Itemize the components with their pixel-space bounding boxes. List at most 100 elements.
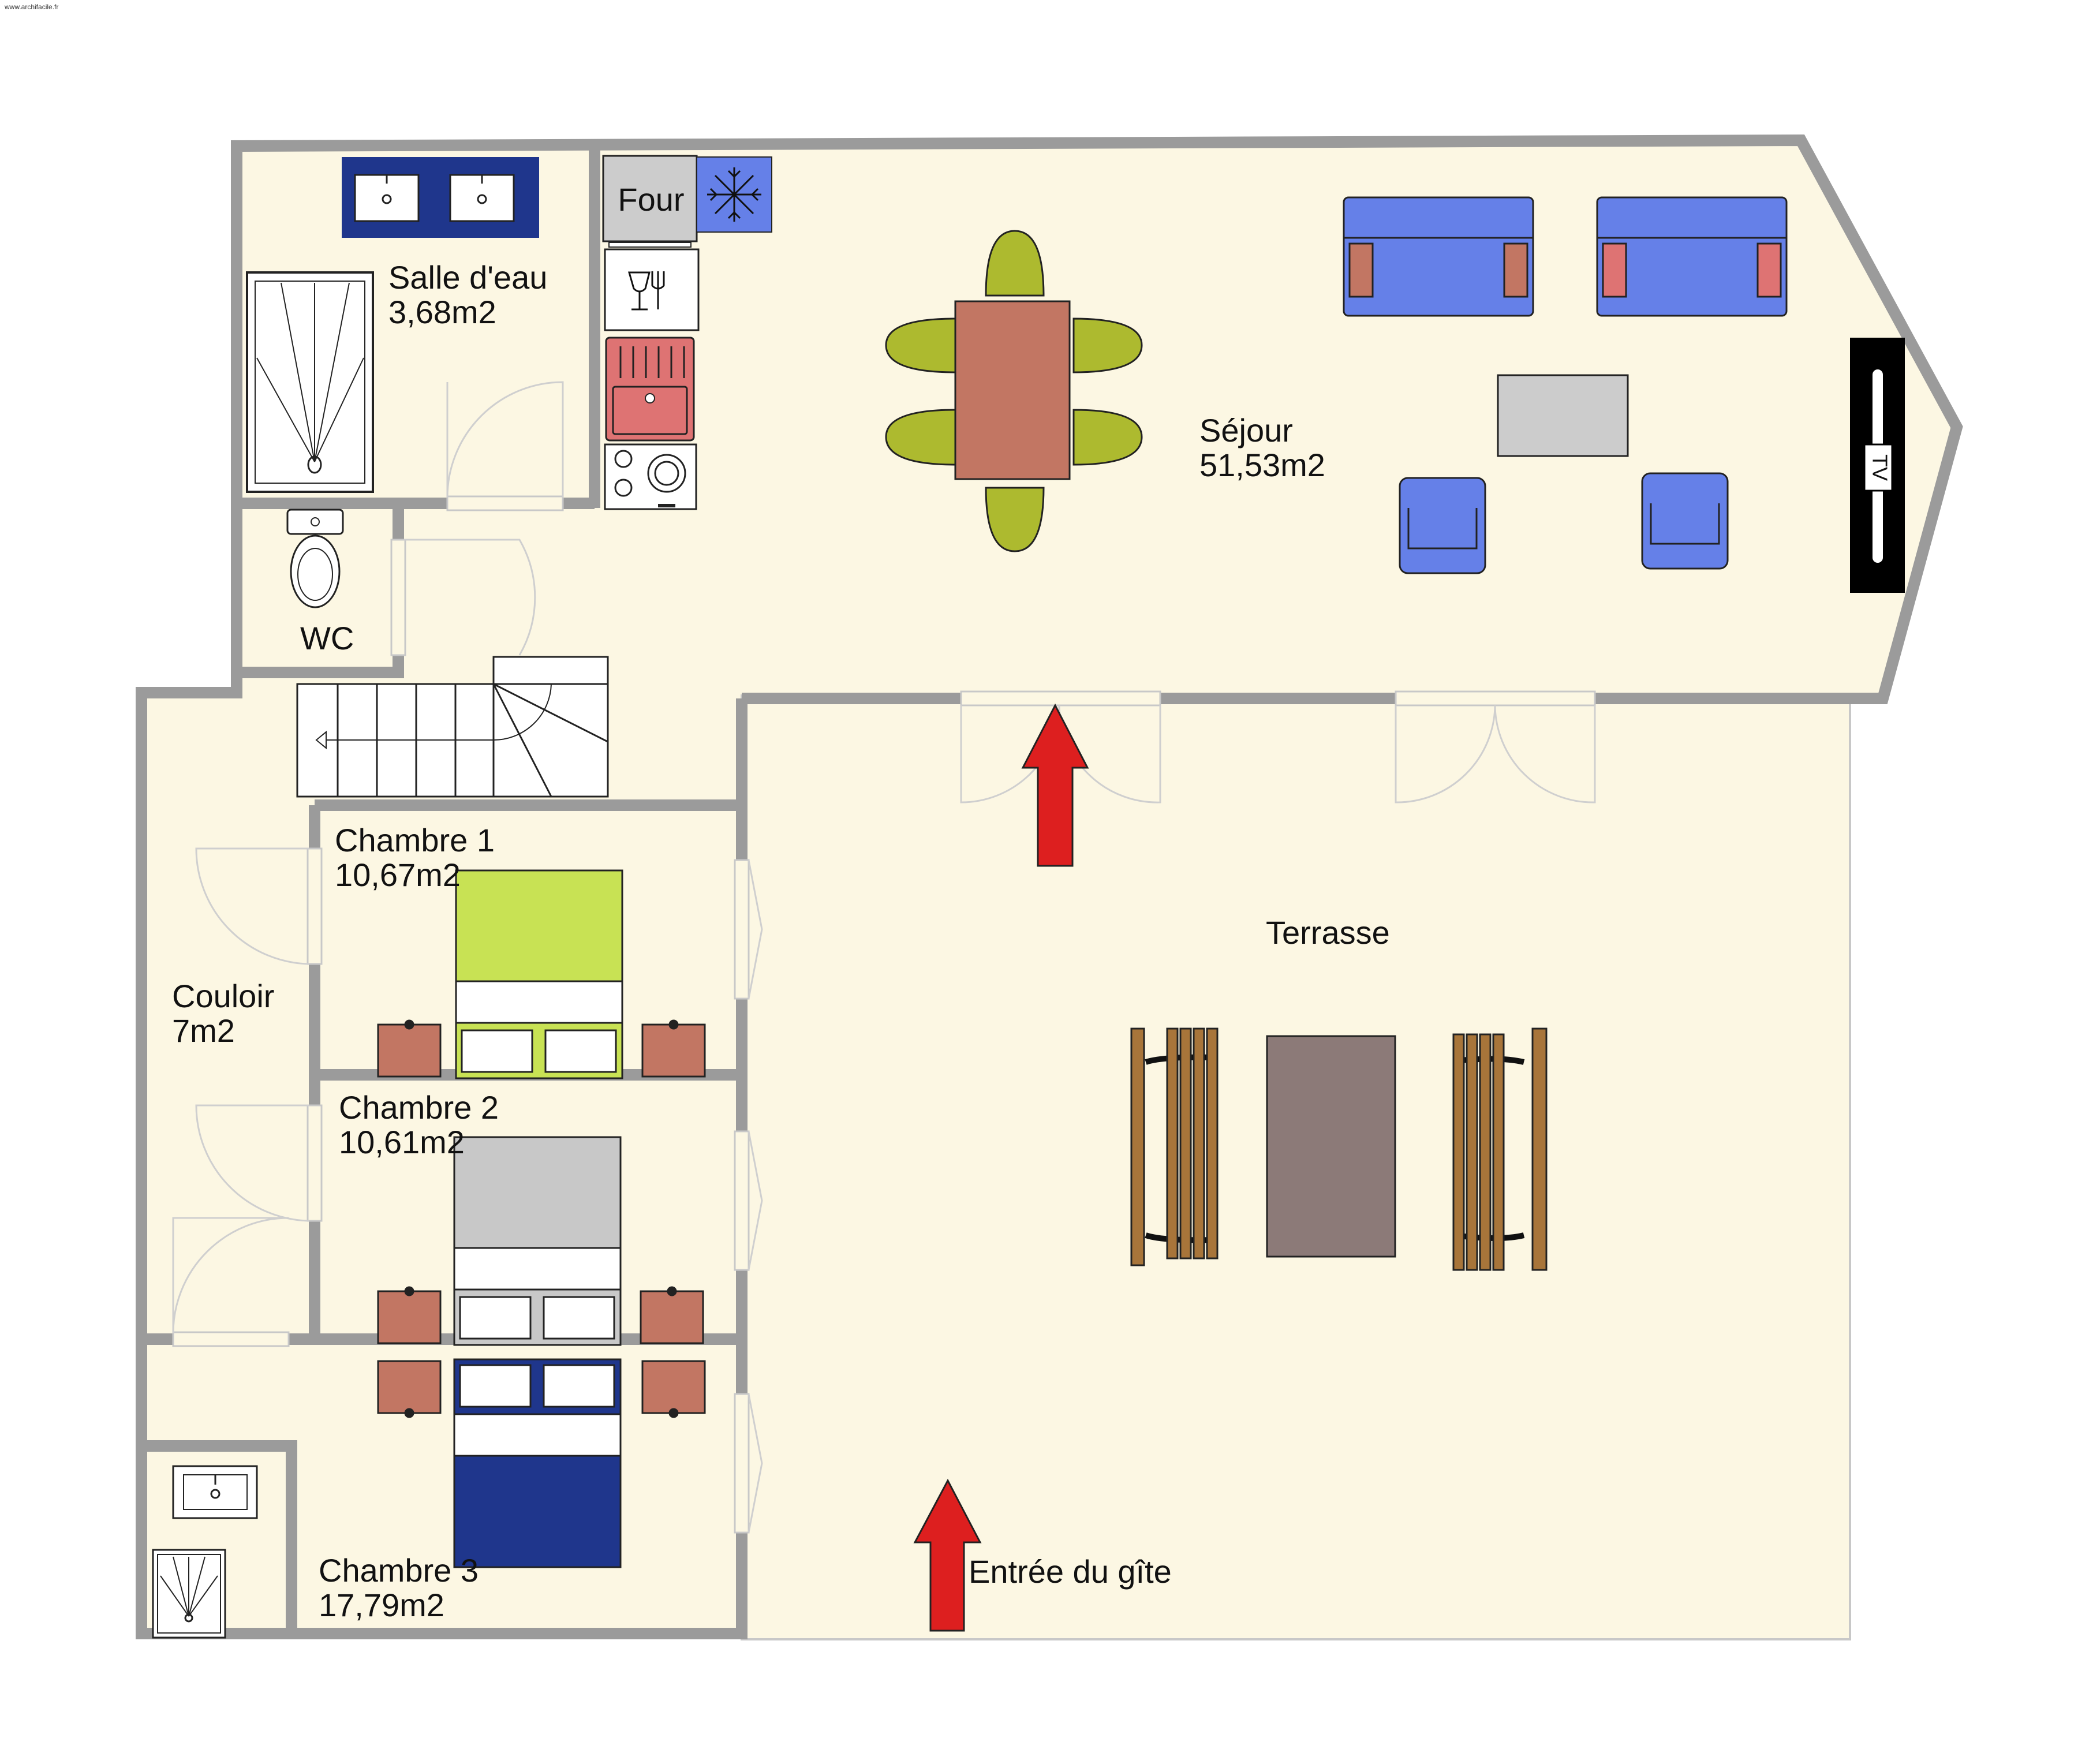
lamp	[667, 1286, 677, 1296]
dining-chair	[885, 409, 956, 466]
sofa-armrest	[1756, 242, 1782, 298]
room-name-sejour: Séjour	[1199, 412, 1293, 449]
toilet-flush	[311, 517, 320, 526]
room-name-couloir: Couloir	[172, 978, 274, 1014]
nightstand	[377, 1023, 442, 1078]
bench-slat	[1166, 1027, 1179, 1260]
window-ch1	[734, 859, 750, 1000]
bathroom-fixtures	[246, 157, 539, 608]
nightstand	[377, 1360, 442, 1414]
bench-slat	[1479, 1033, 1492, 1271]
patio-bench-right	[1452, 1027, 1548, 1271]
shower-inner	[255, 281, 365, 484]
room-area-chambre1: 10,67m2	[335, 857, 461, 893]
armchair	[1641, 472, 1729, 570]
cooktop-control	[658, 504, 675, 507]
dining-table	[954, 300, 1071, 480]
lamp	[668, 1019, 679, 1030]
room-area-chambre3: 17,79m2	[319, 1587, 444, 1623]
stairs-landing	[492, 656, 609, 685]
arrow-up-icon	[1021, 703, 1089, 867]
french-door-left-swing	[960, 705, 1161, 803]
nightstand	[640, 1290, 704, 1344]
wall-outer-left	[136, 687, 748, 1639]
dining-chair	[985, 230, 1045, 297]
tv-unit: TV	[1850, 338, 1905, 593]
bench-slat	[1179, 1027, 1192, 1260]
toilet-bowl-inner	[297, 548, 333, 601]
sink-drainboard	[619, 346, 685, 378]
bedroom-1	[377, 869, 706, 1079]
door-gap-ch2	[307, 1104, 323, 1222]
french-door-left-gap	[960, 690, 1161, 707]
bench-slat	[1193, 1027, 1205, 1260]
door-swing-bath	[446, 381, 564, 498]
lamp	[404, 1286, 414, 1296]
armchair	[1399, 477, 1486, 574]
room-name-chambre3: Chambre 3	[319, 1552, 479, 1589]
ensuite-sink	[172, 1465, 258, 1519]
toilet-bowl	[290, 535, 341, 608]
burner	[614, 479, 633, 497]
ensuite-shower-inner	[157, 1554, 221, 1634]
window-ch3	[734, 1393, 750, 1534]
sink-bowl	[612, 386, 688, 435]
bedroom-2	[377, 1136, 704, 1346]
stair-walkline	[323, 683, 552, 741]
wall-ch3-bath	[141, 1440, 297, 1634]
armchair-seat	[1407, 508, 1478, 550]
room-area-chambre2: 10,61m2	[339, 1124, 465, 1160]
wine-cabinet	[604, 248, 700, 331]
bench-slat	[1452, 1033, 1465, 1271]
patio-furniture	[1130, 1027, 1548, 1271]
burner	[614, 450, 633, 468]
room-labels: Salle d'eau 3,68m2 Four WC Séjour 51,53m…	[172, 181, 1390, 1623]
bench-slat	[1492, 1033, 1505, 1271]
french-door-right-swing	[1395, 705, 1596, 803]
french-door-right-gap	[1395, 690, 1596, 707]
arrow-up-icon	[913, 1478, 982, 1632]
door-gap-ch1	[307, 847, 323, 965]
nightstand	[641, 1360, 706, 1414]
lamp	[404, 1408, 414, 1418]
snowflake-icon	[707, 167, 761, 222]
door-swing-ch1	[195, 847, 309, 965]
dining-chair	[985, 487, 1045, 552]
oven-handle	[608, 242, 692, 248]
pillow	[459, 1364, 532, 1408]
oven	[602, 155, 698, 242]
sofa-armrest	[1348, 242, 1374, 298]
sink-drain	[477, 194, 487, 204]
bench-slat	[1206, 1027, 1219, 1260]
sofa	[1343, 196, 1534, 317]
bed-sheet	[453, 1247, 622, 1291]
door-openings	[172, 495, 1596, 1534]
nightstand	[641, 1023, 706, 1078]
window-ch3-swing	[748, 1393, 763, 1533]
toilet-tank	[286, 509, 344, 535]
watermark-text: www.archifacile.fr	[4, 3, 58, 11]
pillow	[544, 1029, 617, 1073]
door-gap-ch3	[172, 1331, 290, 1347]
entrance-arrows	[913, 703, 1089, 1632]
staircase	[296, 656, 609, 798]
shower-drain	[307, 455, 322, 474]
bed-sheet	[453, 1413, 622, 1457]
oven-label: Four	[618, 181, 684, 218]
door-swing-ch3	[172, 1217, 289, 1334]
room-area-sejour: 51,53m2	[1199, 447, 1325, 483]
armchair-seat	[1650, 503, 1720, 545]
kitchen	[602, 155, 772, 510]
pillow	[543, 1364, 615, 1408]
sink-drain	[210, 1489, 220, 1499]
stair-winder	[493, 683, 608, 743]
window-ch2-swing	[748, 1131, 763, 1270]
nightstand	[377, 1290, 442, 1344]
cooktop	[604, 443, 697, 510]
tv-label: TV	[1868, 454, 1892, 481]
burner-inner	[654, 461, 679, 486]
shower-lines	[256, 282, 364, 462]
room-name-wc: WC	[300, 620, 354, 656]
bench-slat	[1531, 1027, 1548, 1271]
